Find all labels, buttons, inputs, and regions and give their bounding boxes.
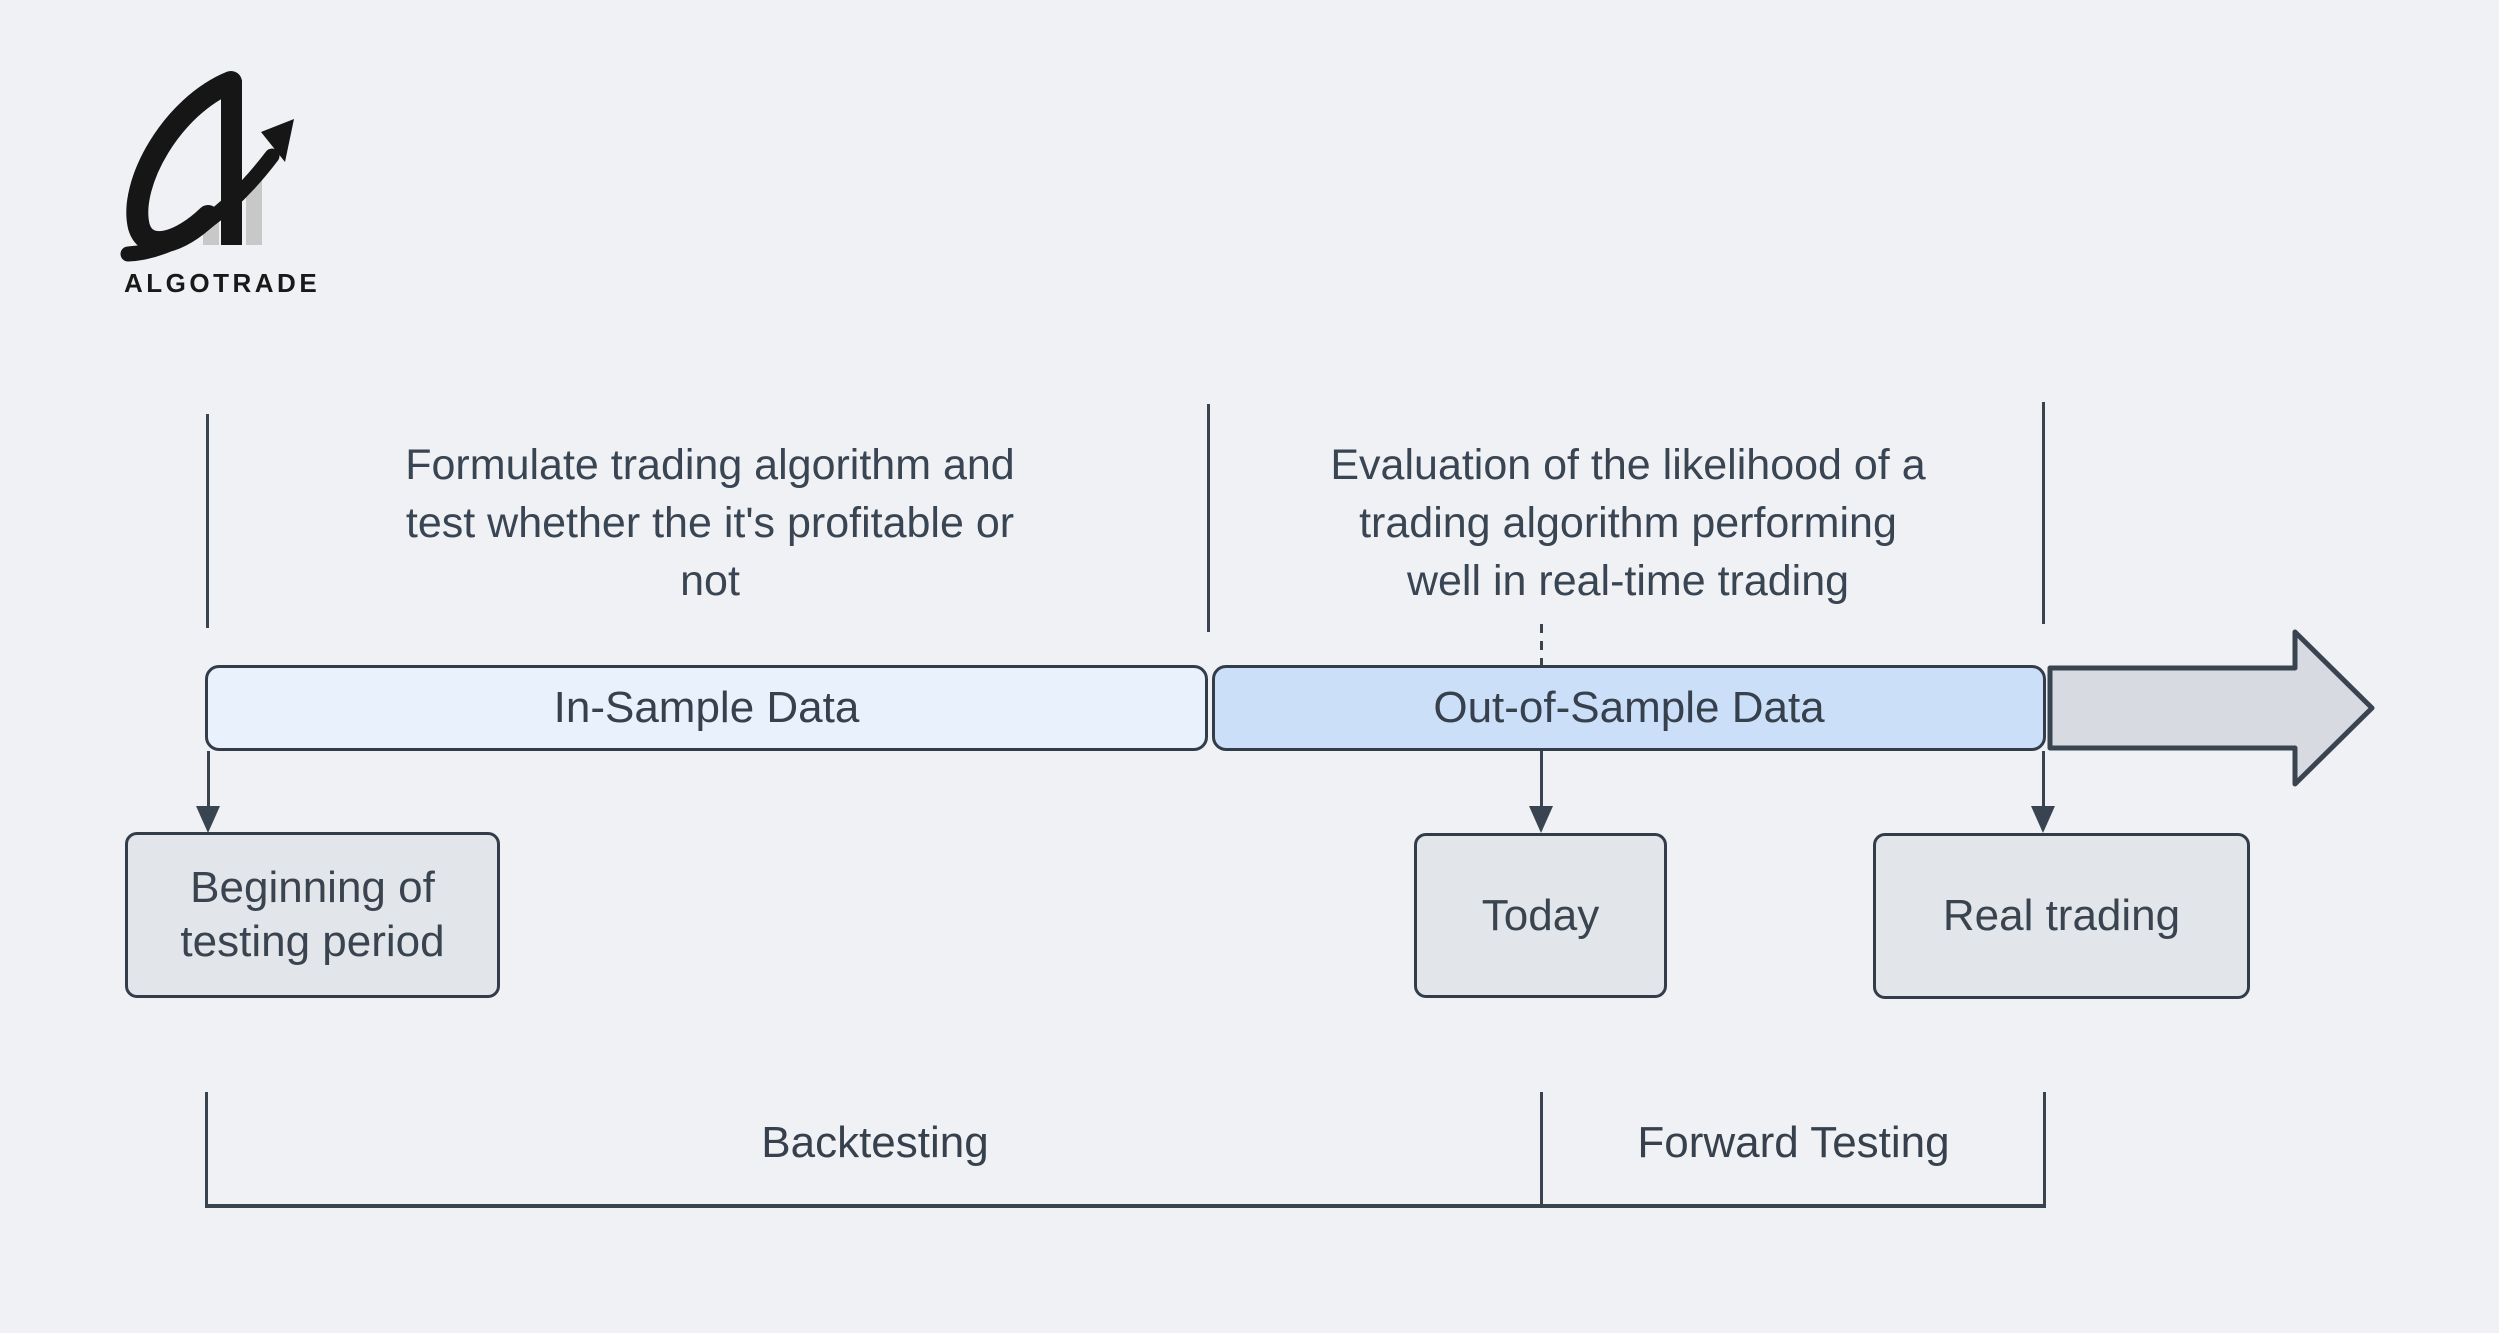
future-arrow-icon	[2047, 629, 2375, 787]
milestone-today: Today	[1414, 833, 1667, 998]
connector-real-trading-arrowhead-icon	[2031, 806, 2055, 833]
phase-tick-middle	[1540, 1092, 1543, 1204]
milestone-real-trading-label: Real trading	[1942, 891, 2181, 940]
out-of-sample-data-segment: Out-of-Sample Data	[1212, 665, 2046, 751]
in-sample-data-label: In-Sample Data	[553, 683, 860, 732]
connector-real-trading-line	[2042, 751, 2045, 808]
in-sample-note: Formulate trading algorithm and test whe…	[405, 441, 1015, 605]
phase-backtesting-label: Backtesting	[761, 1118, 989, 1167]
guide-line-left	[206, 414, 209, 628]
phase-tick-left	[205, 1092, 208, 1204]
logo-a-stem	[221, 80, 242, 245]
milestone-beginning-of-testing: Beginning of testing period	[125, 832, 500, 998]
out-of-sample-data-label: Out-of-Sample Data	[1433, 683, 1825, 732]
logo-arrowhead	[261, 119, 294, 162]
milestone-today-label: Today	[1481, 890, 1600, 940]
logo-arrow-swoosh	[120, 148, 280, 262]
logo-chart-bar-tall	[246, 178, 262, 245]
phase-tick-right	[2043, 1092, 2046, 1204]
connector-today-line	[1540, 751, 1543, 808]
guide-line-right	[2042, 402, 2045, 624]
connector-begin-arrowhead-icon	[196, 806, 220, 833]
milestone-beginning-label: Beginning of testing period	[180, 863, 445, 966]
out-of-sample-note: Evaluation of the likelihood of a tradin…	[1330, 441, 1926, 605]
phase-bracket-baseline	[205, 1204, 2046, 1208]
milestone-real-trading: Real trading	[1873, 833, 2250, 999]
in-sample-data-segment: In-Sample Data	[205, 665, 1208, 751]
algotrade-logo-icon	[120, 71, 294, 262]
connector-begin-line	[207, 751, 210, 808]
connector-today-arrowhead-icon	[1529, 806, 1553, 833]
phase-forward-testing-label: Forward Testing	[1637, 1118, 1950, 1167]
brand-wordmark: ALGOTRADE	[124, 268, 321, 298]
guide-line-middle	[1207, 404, 1210, 632]
